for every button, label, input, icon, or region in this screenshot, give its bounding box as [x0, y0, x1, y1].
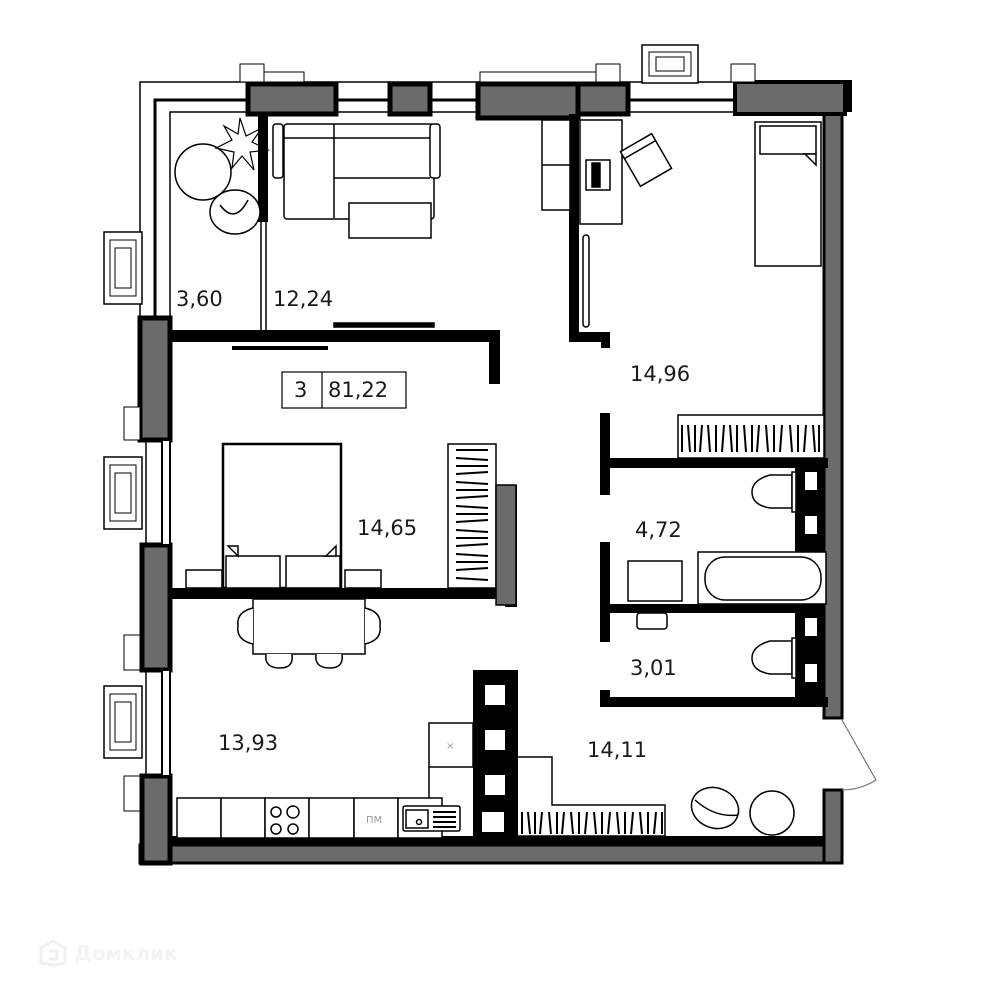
living-room-furniture — [272, 123, 441, 328]
apartment-summary-box: 3 81,22 — [281, 371, 407, 409]
balcony-furniture — [174, 117, 271, 235]
master-bedroom-furniture — [185, 442, 517, 606]
kids-wardrobe-hangers — [681, 424, 820, 453]
room-area-balcony: 3,60 — [176, 287, 223, 311]
dishwasher-label: ПМ — [366, 815, 382, 826]
room-area-master-bedroom: 14,65 — [357, 516, 417, 540]
bathroom-fixtures — [627, 471, 827, 679]
house-logo-icon — [38, 938, 68, 968]
ac-unit-left-2 — [103, 456, 143, 530]
room-area-toilet: 3,01 — [630, 656, 677, 680]
hallway-wardrobe-hangers — [521, 811, 663, 835]
room-area-bathroom: 4,72 — [635, 518, 682, 542]
ac-unit-left-1 — [103, 231, 143, 305]
sink-drainer — [433, 811, 456, 828]
total-area: 81,22 — [328, 378, 388, 402]
tv-icon — [232, 346, 328, 350]
dining-set — [237, 598, 381, 669]
kids-bedroom-furniture — [541, 119, 825, 459]
watermark: Домклик — [38, 938, 178, 968]
plant-icon — [214, 117, 271, 171]
room-area-living-room: 12,24 — [273, 287, 333, 311]
master-wardrobe-hangers — [455, 449, 489, 581]
rooms-count: 3 — [294, 378, 307, 402]
room-area-hallway: 14,11 — [587, 738, 647, 762]
outer-walls — [137, 80, 852, 866]
balcony-glazing — [139, 63, 756, 318]
room-area-kids-bedroom: 14,96 — [630, 362, 690, 386]
ac-unit-left-3 — [103, 685, 143, 759]
watermark-brand: Домклик — [74, 941, 178, 965]
room-area-kitchen: 13,93 — [218, 731, 278, 755]
ac-unit-top — [641, 44, 699, 84]
kitchen-units — [176, 722, 474, 839]
washer-mark: × — [446, 741, 454, 752]
entrance-door — [841, 719, 877, 791]
room-labels: 3,60 12,24 14,96 14,65 4,72 3,01 13,93 1… — [176, 287, 690, 762]
hallway-furniture — [518, 756, 795, 837]
